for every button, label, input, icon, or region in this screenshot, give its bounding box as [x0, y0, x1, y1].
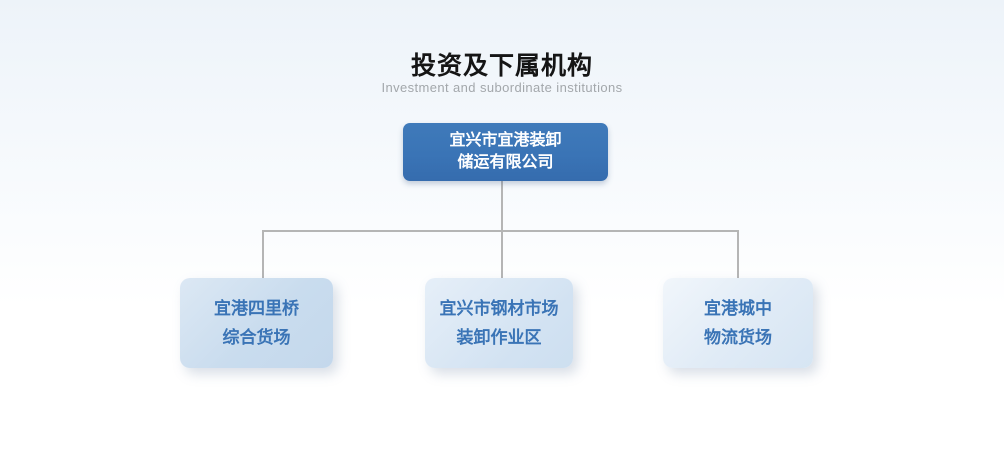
page-title: 投资及下属机构	[410, 52, 593, 80]
org-node-child-1: 宜港四里桥 综合货场	[180, 278, 333, 368]
org-node-root-label-line2: 储运有限公司	[457, 154, 554, 171]
connector-middle-drop	[501, 230, 503, 278]
org-node-root: 宜兴市宜港装卸 储运有限公司	[403, 123, 608, 181]
org-node-child-2-label-line2: 装卸作业区	[456, 328, 542, 347]
page-subtitle: Investment and subordinate institutions	[381, 80, 623, 95]
org-node-child-1-label-line1: 宜港四里桥	[214, 299, 299, 318]
org-node-child-3-label-line2: 物流货场	[704, 328, 772, 347]
org-node-child-2-label-line1: 宜兴市钢材市场	[439, 299, 559, 318]
org-node-child-3-label-line1: 宜港城中	[704, 299, 772, 318]
connector-right-drop	[737, 230, 739, 278]
org-node-child-3: 宜港城中 物流货场	[663, 278, 813, 368]
org-node-child-2: 宜兴市钢材市场 装卸作业区	[425, 278, 573, 368]
connector-horizontal	[262, 230, 739, 232]
connector-root-drop	[501, 181, 503, 230]
connector-left-drop	[262, 230, 264, 278]
org-node-root-label-line1: 宜兴市宜港装卸	[449, 132, 562, 149]
org-node-child-1-label-line2: 综合货场	[222, 328, 291, 347]
